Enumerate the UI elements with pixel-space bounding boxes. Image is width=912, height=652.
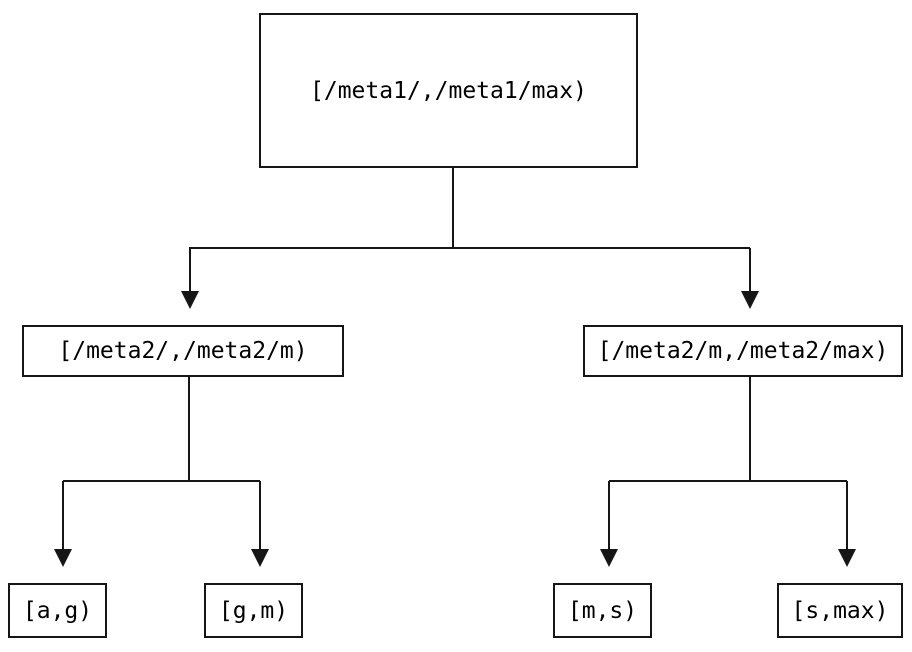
tree-node-right: [/meta2/m,/meta2/max) <box>583 325 903 377</box>
edge-root-to-children <box>181 168 759 309</box>
tree-node-left-right-label: [g,m) <box>218 597 289 624</box>
tree-node-right-left: [m,s) <box>553 583 652 638</box>
tree-node-root: [/meta1/,/meta1/max) <box>259 13 638 168</box>
tree-node-left: [/meta2/,/meta2/m) <box>22 325 344 377</box>
tree-node-left-left: [a,g) <box>8 583 107 638</box>
tree-node-right-label: [/meta2/m,/meta2/max) <box>597 338 889 364</box>
edge-left-to-leaves <box>54 377 269 567</box>
tree-node-right-right: [s,max) <box>777 583 903 638</box>
arrow-down-icon <box>600 549 618 567</box>
tree-node-root-label: [/meta1/,/meta1/max) <box>310 77 587 104</box>
edge-right-to-leaves <box>600 377 856 567</box>
arrow-down-icon <box>741 291 759 309</box>
tree-node-left-right: [g,m) <box>204 583 303 638</box>
tree-node-right-left-label: [m,s) <box>567 597 638 624</box>
tree-node-left-label: [/meta2/,/meta2/m) <box>58 338 308 364</box>
arrow-down-icon <box>54 549 72 567</box>
tree-node-right-right-label: [s,max) <box>791 597 889 624</box>
arrow-down-icon <box>181 291 199 309</box>
arrow-down-icon <box>251 549 269 567</box>
tree-node-left-left-label: [a,g) <box>22 597 93 624</box>
arrow-down-icon <box>838 549 856 567</box>
